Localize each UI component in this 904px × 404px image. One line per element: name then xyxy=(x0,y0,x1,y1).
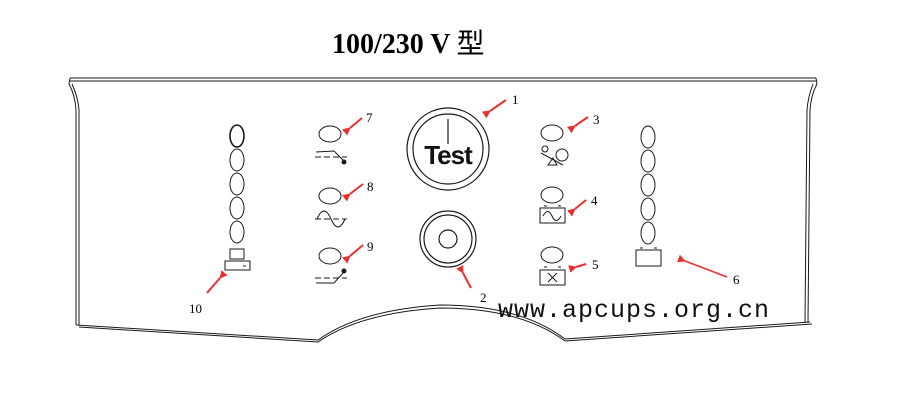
replace-battery-indicator xyxy=(539,246,566,286)
arrow-8 xyxy=(342,183,364,202)
type-char: 型 xyxy=(456,29,485,60)
online-indicator xyxy=(315,187,347,228)
callout-arrows xyxy=(206,99,728,294)
callout-5: 5 xyxy=(592,257,599,272)
sine-wave-icon xyxy=(315,210,347,228)
power-button xyxy=(419,210,477,268)
battery-sine-icon xyxy=(539,205,566,224)
avr-boost-indicator xyxy=(315,247,347,284)
avr-trim-indicator xyxy=(315,125,347,165)
battery-x-icon xyxy=(539,266,566,286)
arrow-7 xyxy=(342,117,363,136)
arrow-2 xyxy=(456,264,472,289)
callout-6: 6 xyxy=(733,272,740,287)
boost-icon xyxy=(315,268,347,284)
arrow-4 xyxy=(567,199,587,217)
battery-charge-bar xyxy=(635,125,662,267)
test-button xyxy=(406,107,490,191)
voltage-label: 100/230 V xyxy=(332,29,451,60)
test-button-label: Test xyxy=(424,140,473,170)
on-battery-indicator xyxy=(539,186,566,224)
callout-10: 10 xyxy=(189,301,202,316)
arrow-9 xyxy=(342,244,364,264)
arrow-10 xyxy=(206,270,228,294)
callout-7: 7 xyxy=(366,110,373,125)
panel-outline xyxy=(68,77,818,343)
callout-3: 3 xyxy=(593,112,600,127)
callout-2: 2 xyxy=(480,290,487,305)
trim-icon xyxy=(315,150,347,165)
overload-icon xyxy=(540,145,569,166)
callout-8: 8 xyxy=(367,179,374,194)
load-level-bar xyxy=(224,124,251,271)
arrow-1 xyxy=(481,99,507,119)
computer-icon xyxy=(224,248,251,271)
battery-icon xyxy=(635,247,662,267)
arrow-3 xyxy=(566,116,589,134)
arrow-6 xyxy=(677,254,728,278)
arrow-5 xyxy=(568,263,587,273)
callout-4: 4 xyxy=(591,193,598,208)
callout-9: 9 xyxy=(367,239,374,254)
watermark: www.apcups.org.cn xyxy=(498,296,771,325)
callout-1: 1 xyxy=(512,92,519,107)
overload-indicator xyxy=(540,124,569,166)
